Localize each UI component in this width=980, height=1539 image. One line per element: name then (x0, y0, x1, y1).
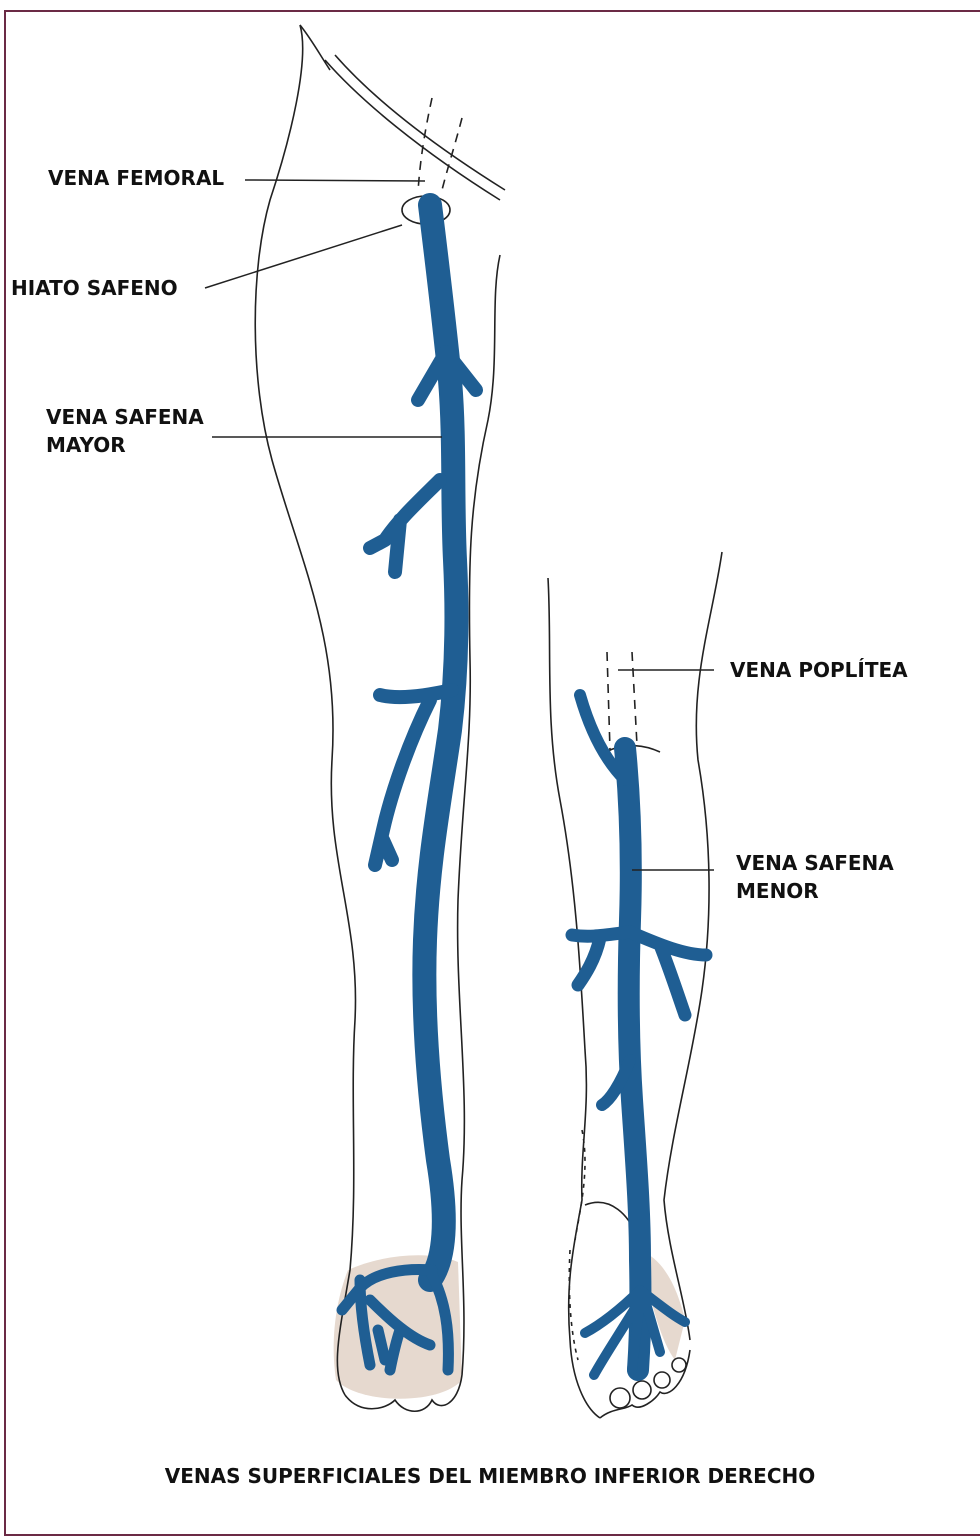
anterior-leg (255, 25, 505, 1411)
small-saphenous-vein (572, 695, 706, 1375)
toe-3 (654, 1372, 670, 1388)
toe-2 (633, 1381, 651, 1399)
label-vena-safena-mayor: VENA SAFENA MAYOR (46, 403, 204, 459)
posterior-leg-outline-left (548, 578, 600, 1418)
leader-hiato-safeno (205, 225, 402, 288)
leader-vena-femoral (245, 180, 425, 181)
label-vena-poplitea: VENA POPLÍTEA (730, 656, 908, 684)
toe-1 (610, 1388, 630, 1408)
anterior-leg-outline-left (255, 25, 355, 1395)
label-vena-femoral: VENA FEMORAL (48, 164, 224, 192)
label-hiato-safeno: HIATO SAFENO (11, 274, 178, 302)
femoral-vein-dashed (418, 98, 462, 192)
great-saphenous-vein (342, 205, 476, 1370)
inguinal-ligament (300, 25, 505, 200)
popliteal-vein-dashed (607, 652, 637, 750)
toe-4 (672, 1358, 686, 1372)
figure-caption: VENAS SUPERFICIALES DEL MIEMBRO INFERIOR… (0, 1464, 980, 1488)
label-vena-safena-menor: VENA SAFENA MENOR (736, 849, 894, 905)
